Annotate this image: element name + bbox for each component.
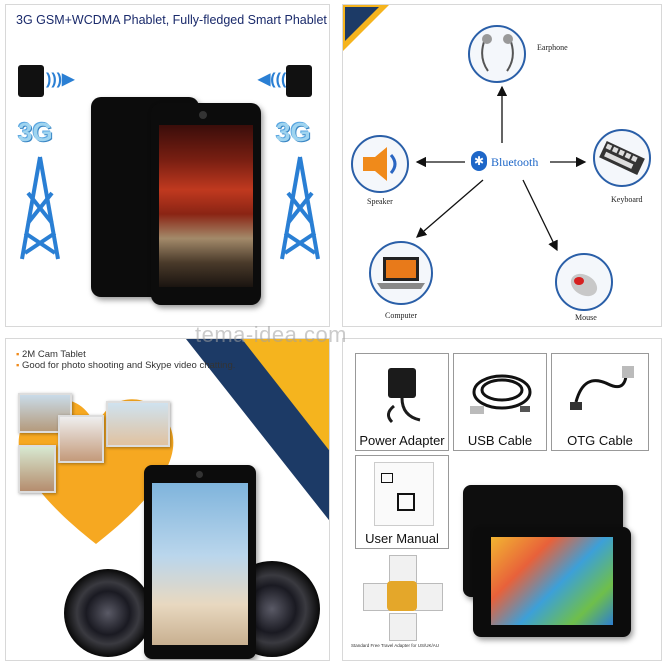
speaker-label: Speaker [367,197,393,206]
corner-yellow-shape [242,339,329,459]
front-camera-icon [199,111,207,119]
speaker-circle [351,135,409,193]
computer-circle [369,241,433,305]
camera-description: Good for photo shooting and Skype video … [22,360,236,371]
tablet-screen-android [491,537,613,625]
phone-icon-right [286,65,312,97]
watermark: tema-idea.com [195,322,348,347]
tower-icon-right [280,156,320,260]
tablet-screen-family [152,483,248,645]
family-photo-3 [58,415,104,463]
user-manual-box: User Manual [355,455,449,549]
speaker-icon [363,147,397,181]
family-photo-2 [106,401,170,447]
keyboard-circle [593,129,651,187]
corner-accent-dark-icon [345,7,379,41]
laptop-icon [377,257,425,289]
otg-cable-box: OTG Cable [551,353,649,451]
signal-waves-icon-right: ◀((( [258,71,287,88]
panel-bluetooth: Earphone Speaker ✱ Bluetooth Keyboard Co… [342,4,662,327]
usb-cable-icon [470,374,532,414]
badge-3g-left: 3G [18,117,53,147]
power-adapter-icon [387,368,421,424]
power-adapter-box: Power Adapter [355,353,449,451]
bluetooth-icon: ✱ [471,151,487,171]
travel-adapter-image [357,553,447,643]
keyboard-label: Keyboard [611,195,643,204]
keyboard-icon [599,140,645,176]
otg-cable-icon [570,366,634,410]
mouse-icon [570,273,598,297]
badge-3g-right: 3G [276,117,311,147]
bluetooth-arrows [415,85,587,252]
earphone-label: Earphone [537,43,568,52]
bluetooth-label: Bluetooth [491,155,539,169]
earphone-circle [468,25,526,83]
mouse-label: Mouse [575,313,597,322]
usb-cable-label: USB Cable [467,433,533,448]
tablet-front [151,103,261,305]
panel-camera: ▪ 2M Cam Tablet ▪ Good for photo shootin… [5,338,330,661]
computer-label: Computer [385,311,417,320]
otg-cable-label: OTG Cable [567,433,633,448]
signal-waves-icon-left: )))▶ [46,71,75,88]
camera-heading: 2M Cam Tablet [22,349,86,360]
panel-title-3g: 3G GSM+WCDMA Phablet, Fully-fledged Smar… [16,13,327,27]
usb-cable-box: USB Cable [453,353,547,451]
front-camera-icon [196,471,203,478]
camera-lens-left [64,569,152,657]
earphone-icon [481,34,514,72]
panel-3g-phablet: 3G GSM+WCDMA Phablet, Fully-fledged Smar… [5,4,330,327]
tower-icon-left [20,156,60,260]
user-manual-label: User Manual [365,531,439,546]
mouse-circle [555,253,613,311]
camera-tablet [144,465,256,659]
family-photo-4 [18,445,56,493]
tablet-screen-forest [159,125,253,287]
bullet-icon: ▪ [16,349,23,360]
panel-accessories: Power Adapter USB Cable OTG Cable User M… [342,338,662,661]
power-adapter-label: Power Adapter [359,433,445,448]
bullet-icon: ▪ [16,360,23,371]
phone-icon-left [18,65,44,97]
accessory-tablet-front [473,527,631,637]
manual-page-icon [374,462,434,526]
travel-adapter-caption: Standard Free Travel Adapter for US/UK/A… [351,643,440,648]
